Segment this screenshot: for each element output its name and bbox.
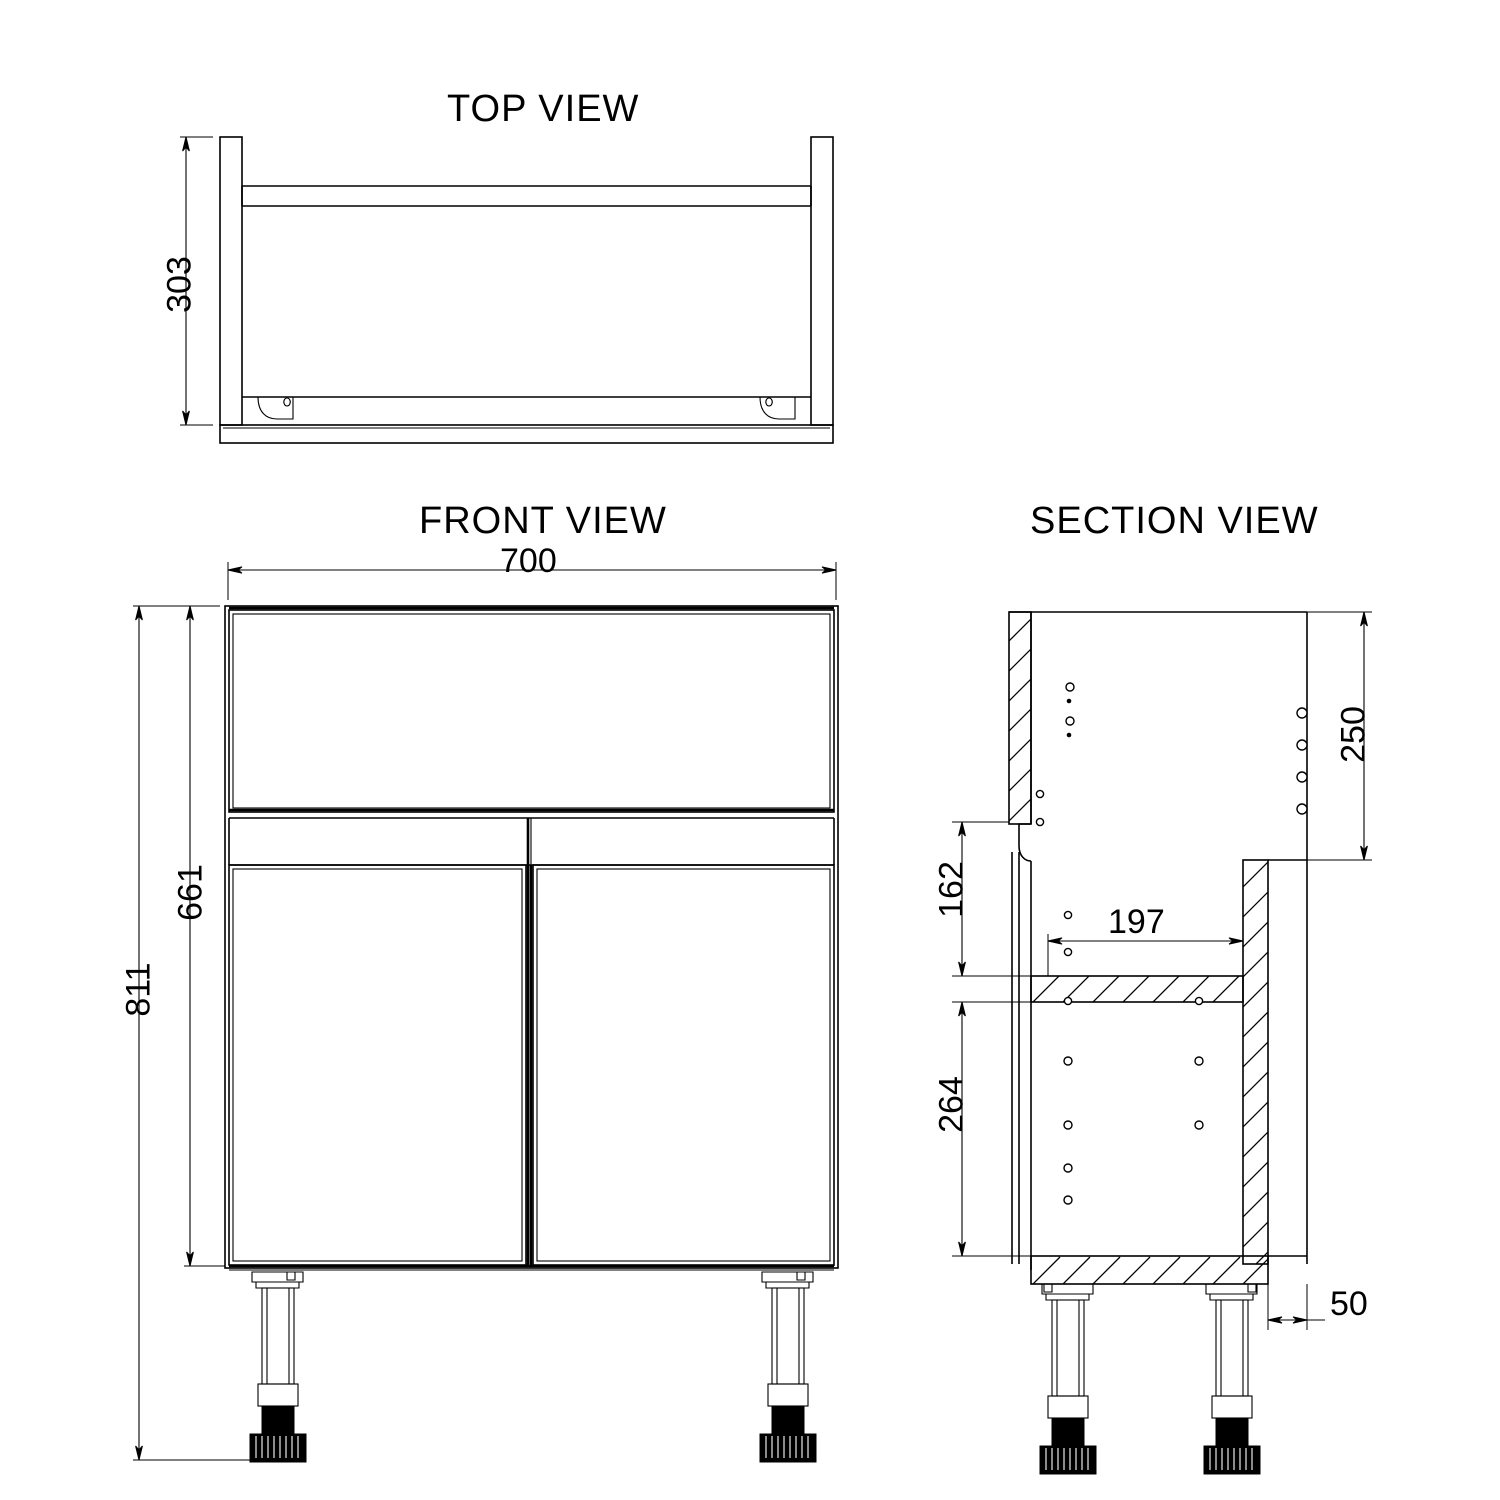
front-view-title: FRONT VIEW [419, 500, 667, 542]
section-left-leg [1039, 1283, 1097, 1475]
section-right-leg [1203, 1283, 1261, 1475]
dim-text-front-width: 700 [500, 542, 557, 580]
front-view-geometry [133, 562, 839, 1463]
top-view-geometry [180, 136, 834, 444]
section-view-geometry [952, 611, 1372, 1475]
dim-text-section-197: 197 [1108, 903, 1165, 941]
section-view-title: SECTION VIEW [1030, 500, 1319, 542]
front-right-leg [759, 1271, 817, 1463]
front-left-leg [249, 1271, 307, 1463]
dim-text-section-50: 50 [1330, 1285, 1368, 1323]
top-view-title: TOP VIEW [447, 88, 640, 130]
